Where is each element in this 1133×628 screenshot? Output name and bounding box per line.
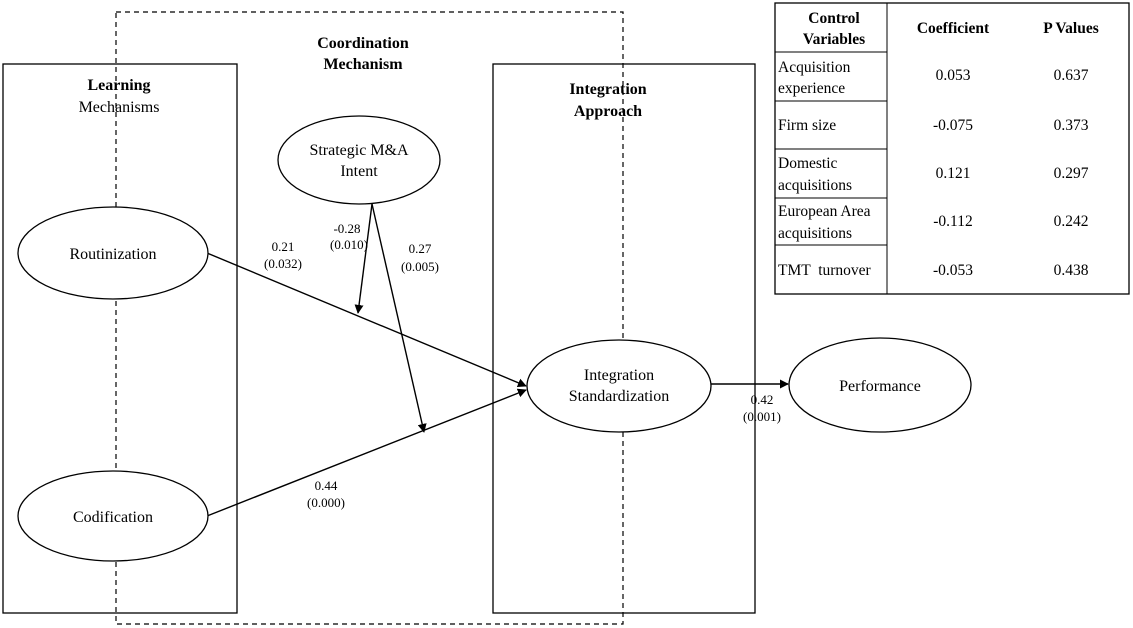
table-header-variables-line1: Control (808, 10, 860, 27)
table-header-coefficient: Coefficient (917, 20, 990, 37)
row3-coefficient: 0.121 (936, 165, 971, 182)
row2-coefficient: -0.075 (933, 117, 973, 134)
integration-group-title-line2: Approach (574, 103, 642, 120)
row3-pvalue: 0.297 (1054, 165, 1089, 182)
integration-group-title-line1: Integration (569, 81, 646, 98)
codification-label: Codification (73, 509, 153, 526)
control-variables-table: Control Variables Coefficient P Values A… (774, 2, 1130, 295)
arrow-intent-to-routinization-path (354, 203, 373, 314)
table-header-variables-line2: Variables (803, 31, 865, 48)
strategic-intent-label-line2: Intent (340, 163, 378, 180)
row2-variable-line1: Firm size (778, 117, 836, 134)
coef-codification: 0.44 (315, 478, 338, 493)
row4-variable-line1: European Area (778, 203, 871, 220)
learning-group-title-line1: Learning (87, 77, 150, 94)
strategic-intent-node (277, 115, 441, 205)
strategic-intent-label-line1: Strategic M&A (309, 142, 409, 159)
routinization-label: Routinization (69, 246, 156, 263)
row5-coefficient: -0.053 (933, 262, 973, 279)
coordination-mechanism-frame (115, 11, 624, 625)
coef-intent-routinization: -0.28 (333, 221, 360, 236)
pvalue-intent-routinization: (0.010) (330, 237, 368, 252)
routinization-node (17, 206, 209, 300)
coef-routinization: 0.21 (272, 239, 295, 254)
coef-performance: 0.42 (751, 392, 774, 407)
row1-variable-line2: experience (778, 80, 845, 97)
arrow-codification-to-standardization (206, 388, 527, 517)
pvalue-performance: (0.001) (743, 409, 781, 424)
row2-pvalue: 0.373 (1054, 117, 1089, 134)
row1-variable-line1: Acquisition (778, 59, 851, 76)
coef-intent-codification: 0.27 (409, 241, 432, 256)
row3-variable-line2: acquisitions (778, 177, 852, 194)
arrow-routinization-to-standardization (206, 252, 527, 388)
arrow-intent-to-codification-path (371, 203, 427, 433)
performance-node (788, 337, 972, 433)
row3-variable-line1: Domestic (778, 155, 838, 172)
row4-pvalue: 0.242 (1054, 213, 1089, 230)
integration-approach-frame (492, 63, 756, 614)
row4-coefficient: -0.112 (933, 213, 972, 230)
learning-mechanisms-frame (2, 63, 238, 614)
pvalue-routinization: (0.032) (264, 256, 302, 271)
performance-label: Performance (839, 378, 921, 395)
row4-variable-line2: acquisitions (778, 225, 852, 242)
learning-group-title-line2: Mechanisms (79, 99, 160, 116)
codification-node (17, 470, 209, 562)
row5-variable-line1: TMT turnover (778, 262, 872, 279)
coordination-group-title-line1: Coordination (317, 35, 409, 52)
row1-coefficient: 0.053 (936, 67, 971, 84)
row1-pvalue: 0.637 (1054, 67, 1089, 84)
pvalue-intent-codification: (0.005) (401, 259, 439, 274)
standardization-label-line2: Standardization (569, 388, 669, 405)
row5-pvalue: 0.438 (1054, 262, 1089, 279)
table-header-pvalues: P Values (1043, 20, 1099, 37)
pvalue-codification: (0.000) (307, 495, 345, 510)
integration-standardization-node (526, 339, 712, 433)
standardization-label-line1: Integration (584, 367, 654, 384)
coordination-group-title-line2: Mechanism (323, 56, 403, 73)
